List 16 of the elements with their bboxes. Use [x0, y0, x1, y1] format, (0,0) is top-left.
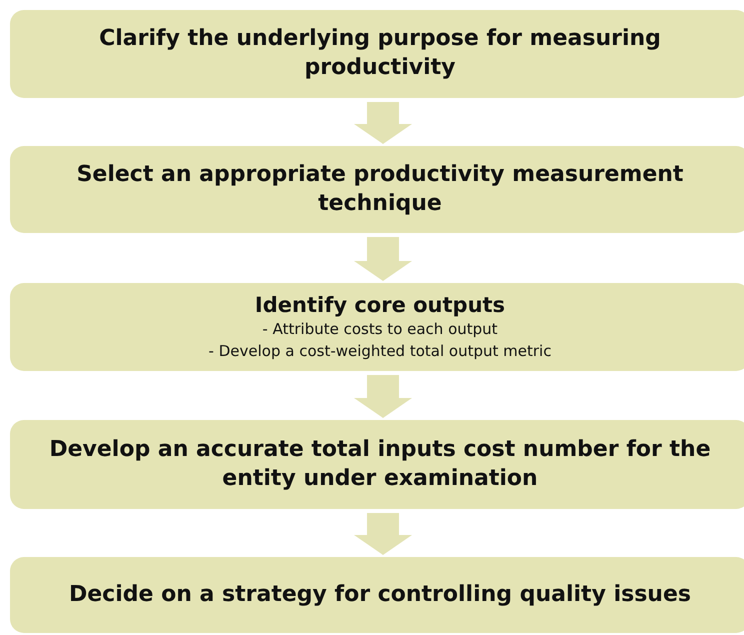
step-title: Clarify the underlying purpose for measuring productivity	[98, 25, 662, 82]
step-box	[10, 283, 744, 371]
down-arrow	[354, 102, 412, 144]
step-box	[10, 420, 744, 509]
step-title: Select an appropriate productivity measurement technique	[76, 160, 684, 218]
bullet-text: - Attribute costs to each output	[262, 318, 498, 340]
down-arrow	[354, 513, 412, 555]
step-box	[10, 146, 744, 233]
down-arrow	[354, 375, 412, 418]
step-title: Identify core outputs	[254, 292, 506, 319]
step-box	[10, 10, 744, 98]
step-title: Decide on a strategy for controlling quality issues	[69, 580, 691, 609]
step-title: Develop an accurate total inputs cost number for the entity under examination	[48, 436, 712, 492]
step-box	[10, 557, 744, 633]
down-arrow	[354, 237, 412, 281]
bullet-text: - Develop a cost-weighted total output metric	[208, 340, 552, 362]
